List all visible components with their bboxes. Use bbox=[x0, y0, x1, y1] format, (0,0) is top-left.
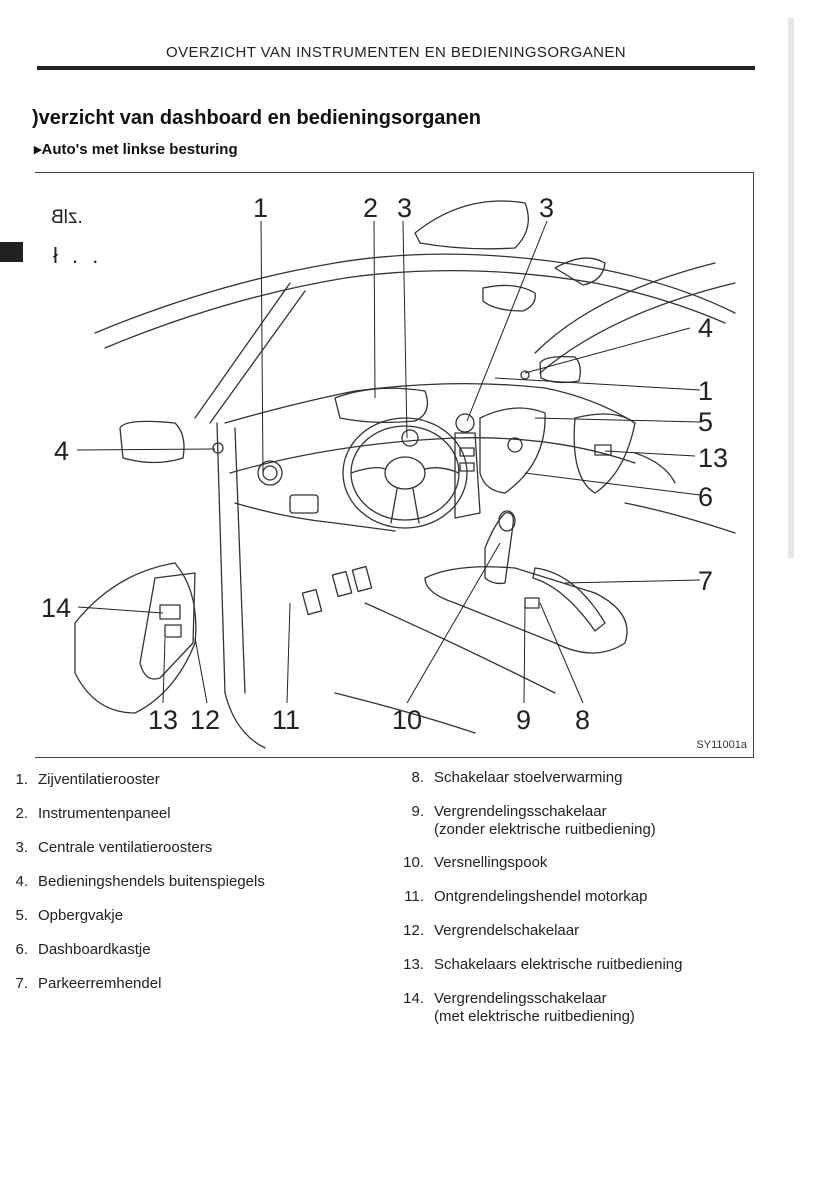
legend-item-14: 14. Vergrendelingsschakelaar(met elektris… bbox=[396, 990, 635, 1026]
legend-number: 10. bbox=[403, 854, 424, 871]
callout-14-left: 14 bbox=[41, 593, 72, 623]
legend-number: 3. bbox=[15, 839, 28, 856]
callout-8-bottom: 8 bbox=[575, 705, 591, 735]
header-rule bbox=[37, 66, 755, 70]
legend-text: Centrale ventilatieroosters bbox=[38, 839, 213, 856]
legend-number: 4. bbox=[15, 873, 28, 890]
callout-7-right: 7 bbox=[698, 566, 714, 596]
legend-number: 8. bbox=[411, 769, 424, 786]
legend-item-7: 7. Parkeerremhendel bbox=[0, 975, 161, 993]
callout-5-right: 5 bbox=[698, 407, 714, 437]
legend-item-12: 12. Vergrendelschakelaar bbox=[396, 922, 579, 940]
callout-13-right: 13 bbox=[698, 443, 729, 473]
legend-text: Vergrendelschakelaar bbox=[434, 922, 580, 939]
legend-number: 7. bbox=[15, 975, 28, 992]
legend-number: 12. bbox=[403, 922, 424, 939]
dashboard-illustration: .zlB ł . . 1 2 3 3 4 1 5 13 6 7 4 14 13 … bbox=[35, 172, 754, 758]
section-subtitle: ▸Auto's met linkse besturing bbox=[34, 141, 238, 158]
legend-number: 11. bbox=[404, 888, 424, 905]
legend-text: Dashboardkastje bbox=[38, 941, 151, 958]
legend-text: Parkeerremhendel bbox=[38, 975, 162, 992]
callout-10-bottom: 10 bbox=[392, 705, 423, 735]
legend-text-note: (met elektrische ruitbediening) bbox=[434, 1008, 635, 1025]
callout-11-bottom: 11 bbox=[272, 705, 301, 735]
callout-3-top-a: 3 bbox=[397, 193, 413, 223]
legend-number: 2. bbox=[15, 805, 28, 822]
legend-text: Bedieningshendels buitenspiegels bbox=[38, 873, 265, 890]
legend-item-11: 11. Ontgrendelingshendel motorkap bbox=[396, 888, 647, 906]
legend-item-13: 13. Schakelaars elektrische ruitbediening bbox=[396, 956, 682, 974]
callout-9-bottom: 9 bbox=[516, 705, 532, 735]
callout-4-right: 4 bbox=[698, 313, 714, 343]
legend-text: Vergrendelingsschakelaar bbox=[434, 803, 607, 820]
legend-number: 13. bbox=[403, 956, 424, 973]
legend-item-5: 5. Opbergvakje bbox=[0, 907, 123, 925]
legend-item-9: 9. Vergrendelingsschakelaar(zonder elektr… bbox=[396, 803, 656, 839]
legend-text: Zijventilatierooster bbox=[38, 771, 160, 788]
legend-item-3: 3. Centrale ventilatieroosters bbox=[0, 839, 212, 857]
mirrored-offprint-text: .zlB bbox=[51, 207, 83, 228]
legend-text: Ontgrendelingshendel motorkap bbox=[434, 888, 648, 905]
figure-code: SY11001a bbox=[696, 739, 747, 751]
legend-item-8: 8. Schakelaar stoelverwarming bbox=[396, 769, 622, 787]
section-title: )verzicht van dashboard en bedieningsorg… bbox=[32, 107, 481, 129]
legend-number: 14. bbox=[403, 990, 424, 1007]
legend-text: Schakelaars elektrische ruitbediening bbox=[434, 956, 683, 973]
legend-item-2: 2. Instrumentenpaneel bbox=[0, 805, 171, 823]
callout-6-right: 6 bbox=[698, 482, 714, 512]
legend-item-4: 4. Bedieningshendels buitenspiegels bbox=[0, 873, 265, 891]
page-edge-shadow bbox=[788, 18, 794, 558]
callout-1-right: 1 bbox=[698, 376, 714, 406]
callout-4-left: 4 bbox=[54, 436, 70, 466]
callout-2-top: 2 bbox=[363, 193, 379, 223]
legend-number: 1. bbox=[15, 771, 28, 788]
callout-12-bottom: 12 bbox=[190, 705, 221, 735]
legend-item-1: 1. Zijventilatierooster bbox=[0, 771, 160, 789]
callout-13-bottom: 13 bbox=[148, 705, 179, 735]
dashboard-drawing bbox=[74, 200, 736, 749]
callout-3-top-b: 3 bbox=[539, 193, 555, 223]
callout-1-top: 1 bbox=[253, 193, 269, 223]
section-tab-marker bbox=[0, 242, 23, 262]
legend-number: 5. bbox=[15, 907, 28, 924]
legend-number: 9. bbox=[411, 803, 424, 820]
offprint-marks: ł . . bbox=[53, 243, 103, 268]
legend-number: 6. bbox=[15, 941, 28, 958]
legend-text: Schakelaar stoelverwarming bbox=[434, 769, 623, 786]
legend-text: Versnellingspook bbox=[434, 854, 548, 871]
legend-text: Instrumentenpaneel bbox=[38, 805, 171, 822]
legend-text-note: (zonder elektrische ruitbediening) bbox=[434, 821, 656, 838]
legend-text: Vergrendelingsschakelaar bbox=[434, 990, 607, 1007]
legend-item-10: 10. Versnellingspook bbox=[396, 854, 547, 872]
running-header: OVERZICHT VAN INSTRUMENTEN EN BEDIENINGS… bbox=[166, 44, 626, 61]
legend-text: Opbergvakje bbox=[38, 907, 124, 924]
legend-item-6: 6. Dashboardkastje bbox=[0, 941, 151, 959]
